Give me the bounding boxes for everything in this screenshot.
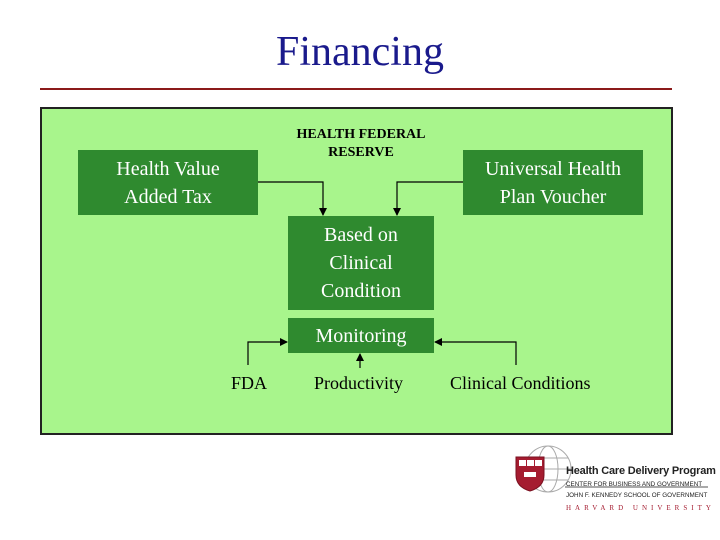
clinical-conditions-label: Clinical Conditions xyxy=(450,373,591,393)
fda-to-monitoring-arrow xyxy=(247,338,288,365)
based-on-clinical-condition-text: Based on Clinical Condition xyxy=(320,224,401,302)
productivity-label: Productivity xyxy=(314,373,403,393)
fda-label: FDA xyxy=(231,373,268,393)
slide-title: Financing xyxy=(276,29,444,75)
universal-health-plan-voucher-text: Universal Health Plan Voucher xyxy=(484,157,622,208)
logo-school-name: JOHN F. KENNEDY SCHOOL OF GOVERNMENT xyxy=(566,492,708,499)
logo-program-name: Health Care Delivery Program xyxy=(566,465,716,477)
harvard-logo xyxy=(515,445,708,493)
voucher-to-condition-arrow xyxy=(393,181,463,216)
health-value-added-tax-text: Health Value Added Tax xyxy=(116,157,220,208)
health-value-added-tax-box: Health Value Added Tax xyxy=(78,150,258,215)
tax-to-condition-arrow xyxy=(258,181,327,216)
monitoring-text: Monitoring xyxy=(315,324,407,347)
health-federal-reserve-label: HEALTH FEDERAL RESERVE xyxy=(296,127,426,160)
shield-icon xyxy=(515,456,545,492)
clinical-conditions-to-monitoring-arrow xyxy=(434,338,517,365)
based-on-clinical-condition-box: Based on Clinical Condition xyxy=(288,216,434,310)
logo-center-name: CENTER FOR BUSINESS AND GOVERNMENT xyxy=(566,481,703,488)
title-divider xyxy=(40,88,672,90)
universal-health-plan-voucher-box: Universal Health Plan Voucher xyxy=(463,150,643,215)
monitoring-box: Monitoring xyxy=(288,318,434,353)
logo-university-name: HARVARD UNIVERSITY xyxy=(566,504,715,512)
